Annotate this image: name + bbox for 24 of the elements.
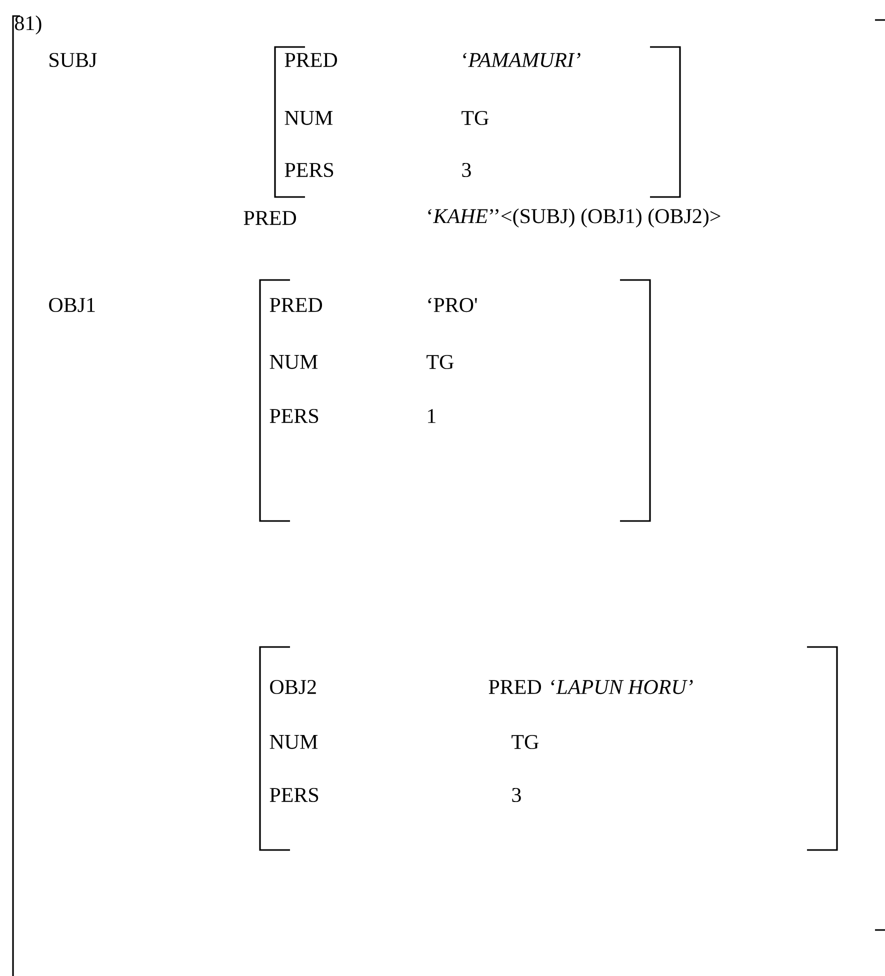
feature-label: PRED <box>284 53 338 67</box>
feature-label: PRED <box>244 211 296 225</box>
feature-value: ‘LAPUN HORU’ <box>551 680 693 694</box>
feature-label: PRED <box>488 680 542 694</box>
feature-label: 1 <box>428 409 436 423</box>
feature-label: 3 <box>462 162 471 178</box>
feature-label: PERS <box>270 788 318 802</box>
feature-label: NUM <box>284 111 333 125</box>
feature-label: 3 <box>512 788 521 802</box>
feature-label: TG <box>512 734 539 750</box>
feature-label: PERS <box>284 162 334 178</box>
feature-label: ‘PAMAMURI’ <box>463 52 580 68</box>
feature-label: ‘PRO' <box>428 298 477 312</box>
feature-label: SUBJ <box>50 52 97 68</box>
feature-label: OBJ2 <box>270 680 316 694</box>
feature-label: NUM <box>270 735 318 749</box>
feature-label: ‘KAHE’’<(SUBJ) (OBJ1) (OBJ2)> <box>428 208 720 228</box>
feature-label: TG <box>426 354 454 370</box>
feature-label: TG <box>462 110 489 126</box>
feature-label: NUM <box>270 355 318 369</box>
feature-label: PRED <box>270 298 322 312</box>
feature-label: OBJ1 <box>49 298 95 312</box>
example-number: 81) <box>15 15 42 35</box>
feature-label: PERS <box>270 408 318 424</box>
